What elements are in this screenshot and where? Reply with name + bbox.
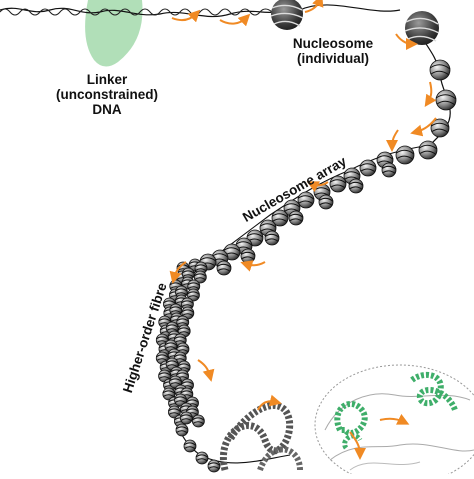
arrow-11	[197, 359, 215, 382]
right-nucleosome-5	[395, 145, 415, 165]
fibre-tail-nucleosome-3	[195, 451, 209, 465]
linker-label-line-3: DNA	[92, 102, 122, 117]
right-nucleosome-3	[430, 118, 450, 138]
right-nucleosome-1	[429, 59, 451, 81]
nucleosome-label-line-2: (individual)	[297, 51, 369, 66]
nucleosome-label: Nucleosome (individual)	[278, 36, 388, 66]
array-nucleosome-2	[359, 159, 377, 177]
array-nucleosome-pair-11	[240, 248, 256, 264]
array-nucleosome-pair-3	[348, 178, 364, 194]
fibre-nucleosome-53	[179, 411, 193, 425]
arrow-12	[257, 394, 282, 411]
linker-dna-label: Linker (unconstrained) DNA	[52, 72, 162, 117]
dna-to-right-column	[299, 4, 401, 12]
chromatin-loop-green-2	[410, 371, 458, 412]
arrow-1	[171, 9, 201, 23]
arrow-4	[395, 33, 418, 50]
arrow-8	[306, 181, 329, 193]
fibre-nucleosome-43	[162, 387, 176, 401]
fibre-nucleosome-54	[191, 414, 205, 428]
higher-order-fibre-cluster	[155, 258, 221, 473]
fibre-nucleosome-6	[193, 270, 207, 284]
right-column-nucleosomes	[395, 59, 457, 165]
nucleosome-group	[199, 151, 397, 276]
right-nucleosome-2	[435, 89, 457, 111]
fibre-tail-nucleosome-1	[175, 423, 189, 437]
arrow-14	[379, 413, 410, 425]
fibre-nucleosome-3	[194, 261, 208, 275]
fibre-tail-nucleosome-2	[183, 439, 197, 453]
linker-dna-highlight	[85, 0, 143, 67]
array-nucleosome-pair-13	[216, 260, 232, 276]
array-nucleosome-pair-9	[264, 230, 280, 246]
arrow-2	[219, 13, 251, 27]
nucleosome-individual-2	[404, 11, 440, 45]
nucleosome-label-line-1: Nucleosome	[292, 36, 374, 51]
fibre-nucleosome-49	[168, 405, 181, 419]
arrow-5	[424, 81, 437, 107]
array-nucleosome-4	[329, 175, 347, 193]
array-nucleosome-8	[271, 209, 289, 227]
array-nucleosome-pair-7	[288, 210, 304, 226]
arrow-9	[240, 260, 266, 272]
arrow-13	[349, 431, 366, 460]
fibre-nucleosome-9	[187, 279, 201, 293]
arrow-6	[410, 117, 437, 137]
linker-dna-strand-b	[0, 8, 273, 16]
array-nucleosome-6	[297, 191, 315, 209]
fibre-tail-nucleosome-4	[207, 459, 221, 473]
array-nucleosome-pair-5	[318, 194, 334, 210]
fibre-nucleosome-47	[174, 393, 187, 407]
arrow-10	[169, 261, 187, 284]
linker-label-line-1: Linker	[86, 72, 128, 87]
array-nucleosome-pair-1	[381, 162, 397, 178]
fibre-nucleosome-15	[181, 297, 194, 311]
chromatin-loop-green-1	[334, 401, 368, 450]
arrow-3	[304, 0, 324, 13]
flow-arrows	[169, 0, 437, 460]
nucleosome-individual-1	[270, 0, 304, 30]
fibre-nucleosome-12	[187, 288, 200, 302]
arrow-7	[386, 129, 399, 152]
right-nucleosome-4	[418, 140, 438, 160]
chromatin-loops-grey	[219, 401, 303, 472]
linker-label-line-2: (unconstrained)	[55, 87, 158, 102]
